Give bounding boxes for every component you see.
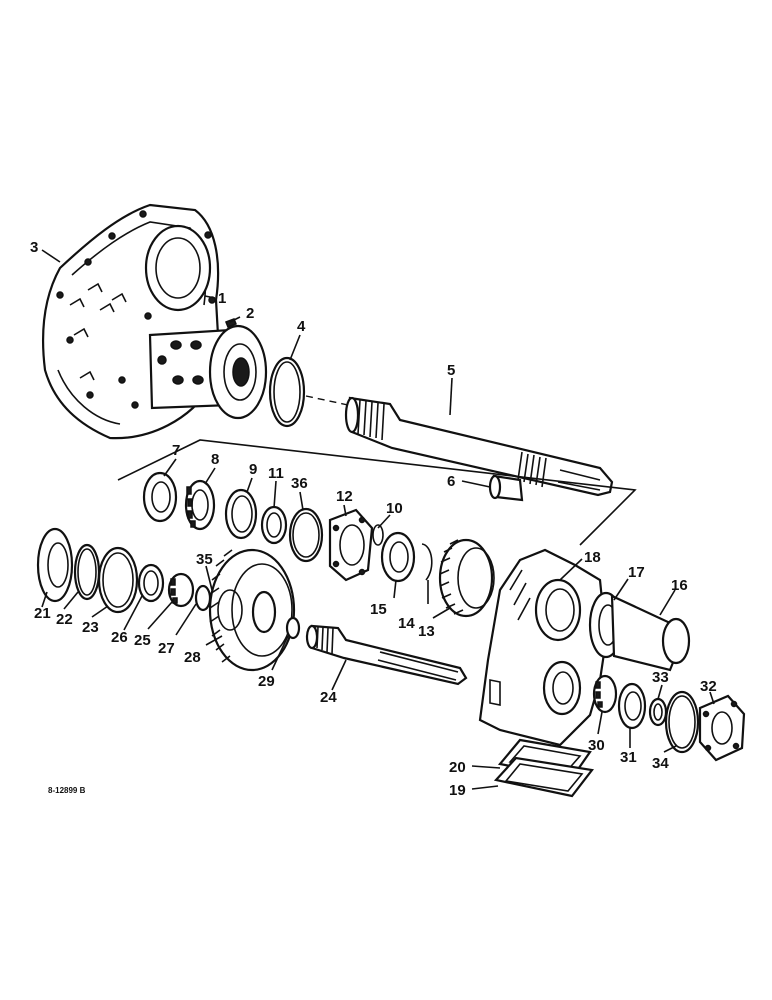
cone-shield-part	[610, 594, 691, 672]
callout-11: 11	[268, 465, 284, 482]
seal-small-part	[36, 527, 74, 603]
callout-20: 20	[449, 759, 466, 776]
bearing-30-part	[592, 674, 618, 714]
callout-33: 33	[652, 669, 669, 686]
callout-1: 1	[218, 290, 226, 307]
callout-4: 4	[297, 318, 306, 335]
bearing-cup-31-part	[617, 682, 647, 730]
callout-15: 15	[370, 601, 387, 618]
spacer-part	[260, 505, 288, 545]
callout-24: 24	[320, 689, 337, 706]
callout-25: 25	[134, 632, 151, 649]
retainer-part	[328, 508, 374, 582]
snap-ring-part	[288, 507, 324, 563]
shim-part	[97, 546, 139, 614]
callout-36: 36	[291, 475, 308, 492]
gear-case-part	[478, 548, 608, 747]
callout-13: 13	[418, 623, 435, 640]
callout-14: 14	[398, 615, 415, 632]
snap-ring-29-part	[285, 616, 301, 640]
washer-part	[194, 584, 212, 612]
callout-6: 6	[447, 473, 455, 490]
callout-3: 3	[30, 239, 38, 256]
bearing-cup-part	[224, 488, 258, 540]
bearing-cup-small-part	[137, 563, 165, 603]
cover-plate-part	[698, 694, 746, 762]
callout-27: 27	[158, 640, 175, 657]
snap-ring-small-part	[421, 543, 433, 581]
large-gear-part	[208, 548, 296, 672]
roller-bearing-part	[184, 479, 216, 531]
bushing-part	[488, 474, 524, 502]
callout-8: 8	[211, 451, 219, 468]
callout-26: 26	[111, 629, 128, 646]
callout-28: 28	[184, 649, 201, 666]
callout-23: 23	[82, 619, 99, 636]
callout-34: 34	[652, 755, 669, 772]
callout-35: 35	[196, 551, 213, 568]
spacer-33-part	[648, 697, 668, 727]
callout-2: 2	[246, 305, 254, 322]
retainer-ring-part	[372, 524, 384, 546]
callout-10: 10	[386, 500, 403, 517]
pinion-shaft-part	[305, 624, 468, 686]
callout-12: 12	[336, 488, 353, 505]
axle-tube-part	[148, 324, 268, 420]
callout-21: 21	[34, 605, 51, 622]
callout-labels: 3 1 2 4 5 6 7 8 9 11 36 12 10 15 14 13 1…	[30, 239, 717, 799]
parts-drawing	[36, 203, 746, 798]
callout-5: 5	[447, 362, 455, 379]
cone-bearing-part	[167, 572, 195, 608]
bearing-part	[380, 531, 416, 583]
callout-16: 16	[671, 577, 688, 594]
callout-9: 9	[249, 461, 257, 478]
leader-lines	[41, 249, 715, 790]
callout-30: 30	[588, 737, 605, 754]
drive-gear-part	[438, 538, 495, 618]
seal-part	[142, 471, 178, 523]
callout-18: 18	[584, 549, 601, 566]
o-ring-part	[268, 356, 306, 428]
callout-31: 31	[620, 749, 637, 766]
bottom-cover-part	[493, 756, 595, 798]
callout-32: 32	[700, 678, 717, 695]
callout-29: 29	[258, 673, 275, 690]
output-shaft-part	[305, 395, 614, 497]
callout-17: 17	[628, 564, 645, 581]
callout-7: 7	[172, 442, 180, 459]
o-ring-34-part	[664, 690, 700, 754]
callout-19: 19	[449, 782, 466, 799]
ring-part	[73, 543, 101, 601]
callout-22: 22	[56, 611, 73, 628]
catalog-number: 8-12899 B	[48, 786, 86, 795]
